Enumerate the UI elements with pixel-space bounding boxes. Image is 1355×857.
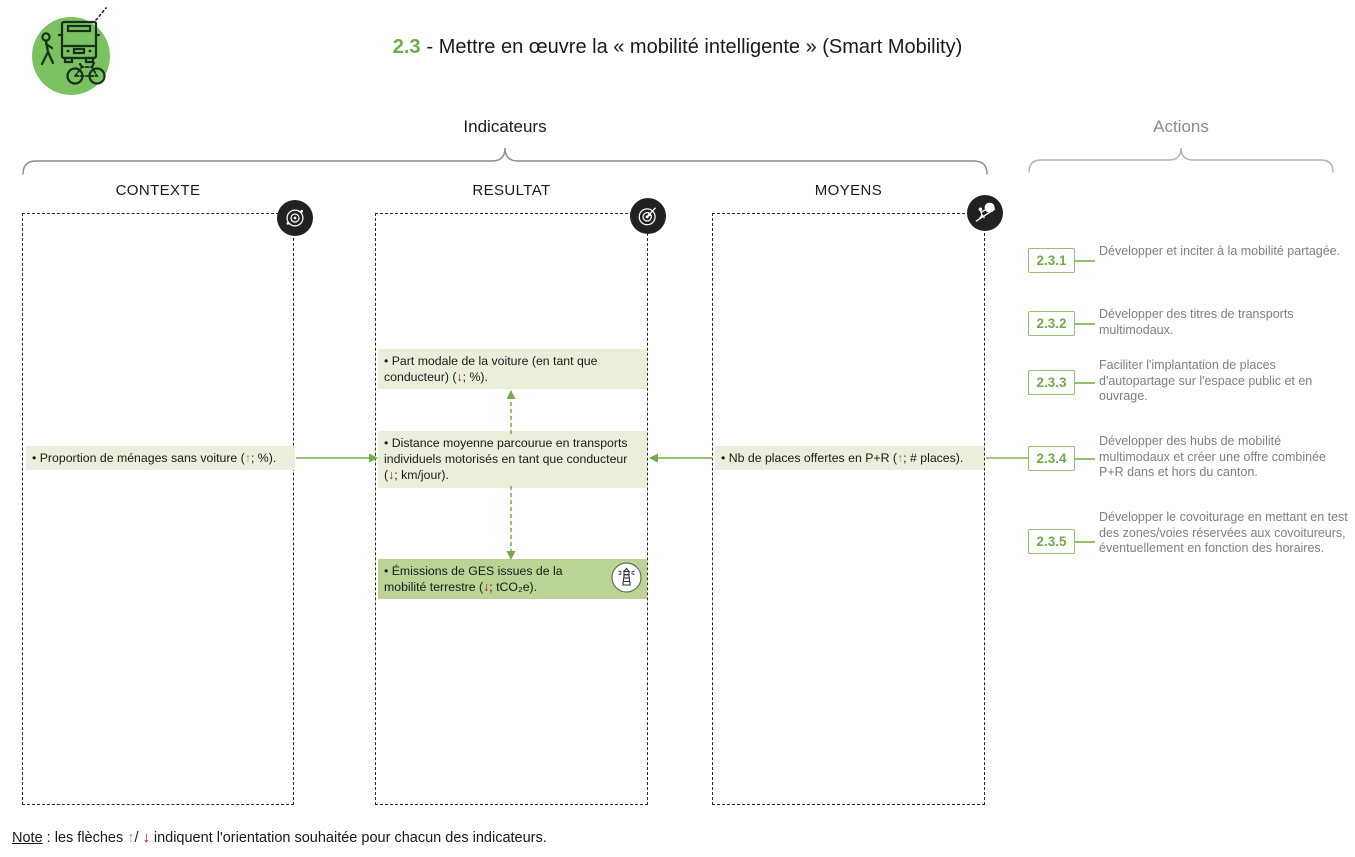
indicators-group-label: Indicateurs bbox=[463, 117, 547, 136]
line-moyens-to-action bbox=[986, 450, 1028, 466]
contexte-box bbox=[22, 213, 294, 805]
actions-group-label: Actions bbox=[1153, 117, 1209, 136]
down-arrow: ↓ bbox=[456, 370, 463, 385]
action-id-2-3-2: 2.3.2 bbox=[1028, 311, 1075, 336]
indicator-item-distance: • Distance moyenne parcourue en transpor… bbox=[378, 431, 647, 488]
pedestrian-bus-bicycle-logo bbox=[26, 6, 118, 100]
down-arrow: ↓ bbox=[142, 830, 150, 846]
action-connector bbox=[1075, 260, 1095, 262]
moyens-box bbox=[712, 213, 985, 805]
up-arrow: ↑ bbox=[127, 830, 135, 846]
action-connector bbox=[1075, 323, 1095, 325]
action-text-2-3-3: Faciliter l'implantation de places d'aut… bbox=[1099, 358, 1313, 403]
action-connector bbox=[1075, 458, 1095, 460]
indicator-item-moyens: • Nb de places offertes en P+R (↑; # pla… bbox=[715, 446, 984, 471]
target-dart-icon bbox=[630, 198, 666, 234]
title-text: - Mettre en œuvre la « mobilité intellig… bbox=[426, 36, 963, 58]
action-id-2-3-5: 2.3.5 bbox=[1028, 529, 1075, 554]
action-text-2-3-4: Développer des hubs de mobilité multimod… bbox=[1099, 434, 1326, 479]
dashed-arrow-down bbox=[503, 486, 519, 560]
action-text-2-3-5: Développer le covoiturage en mettant en … bbox=[1099, 510, 1348, 555]
action-id-2-3-4: 2.3.4 bbox=[1028, 446, 1075, 471]
lighthouse-icon bbox=[611, 562, 642, 593]
arrow-contexte-to-resultat bbox=[296, 450, 378, 466]
action-text-2-3-1: Développer et inciter à la mobilité part… bbox=[1099, 244, 1341, 258]
indicator-item-contexte: • Proportion de ménages sans voiture (↑;… bbox=[26, 446, 295, 471]
page-title: 2.3- Mettre en œuvre la « mobilité intel… bbox=[0, 36, 1355, 59]
down-arrow: ↓ bbox=[483, 580, 490, 595]
indicator-item-ges: • Émissions de GES issues de la mobilité… bbox=[378, 559, 647, 600]
resultat-header: RESULTAT bbox=[472, 182, 551, 199]
action-id-2-3-3: 2.3.3 bbox=[1028, 370, 1075, 395]
person-pushing-ball-icon bbox=[967, 195, 1003, 231]
note: Note : les flèches ↑/ ↓ indiquent l'orie… bbox=[12, 830, 547, 846]
up-arrow: ↑ bbox=[897, 451, 904, 465]
indicators-brace bbox=[22, 141, 988, 175]
action-text-2-3-2: Développer des titres de transports mult… bbox=[1099, 307, 1294, 337]
note-label: Note bbox=[12, 830, 43, 846]
arrow-moyens-to-resultat bbox=[649, 450, 713, 466]
rings-orbit-icon bbox=[277, 200, 313, 236]
contexte-header: CONTEXTE bbox=[115, 182, 201, 199]
action-connector bbox=[1075, 541, 1095, 543]
dashed-arrow-up bbox=[503, 390, 519, 434]
title-number: 2.3 bbox=[392, 36, 421, 58]
indicator-item-part-modale: • Part modale de la voiture (en tant que… bbox=[378, 349, 647, 390]
up-arrow: ↑ bbox=[244, 451, 251, 465]
down-arrow: ↓ bbox=[388, 468, 395, 483]
action-id-2-3-1: 2.3.1 bbox=[1028, 248, 1075, 273]
moyens-header: MOYENS bbox=[814, 182, 883, 199]
actions-brace bbox=[1028, 143, 1334, 173]
action-connector bbox=[1075, 382, 1095, 384]
